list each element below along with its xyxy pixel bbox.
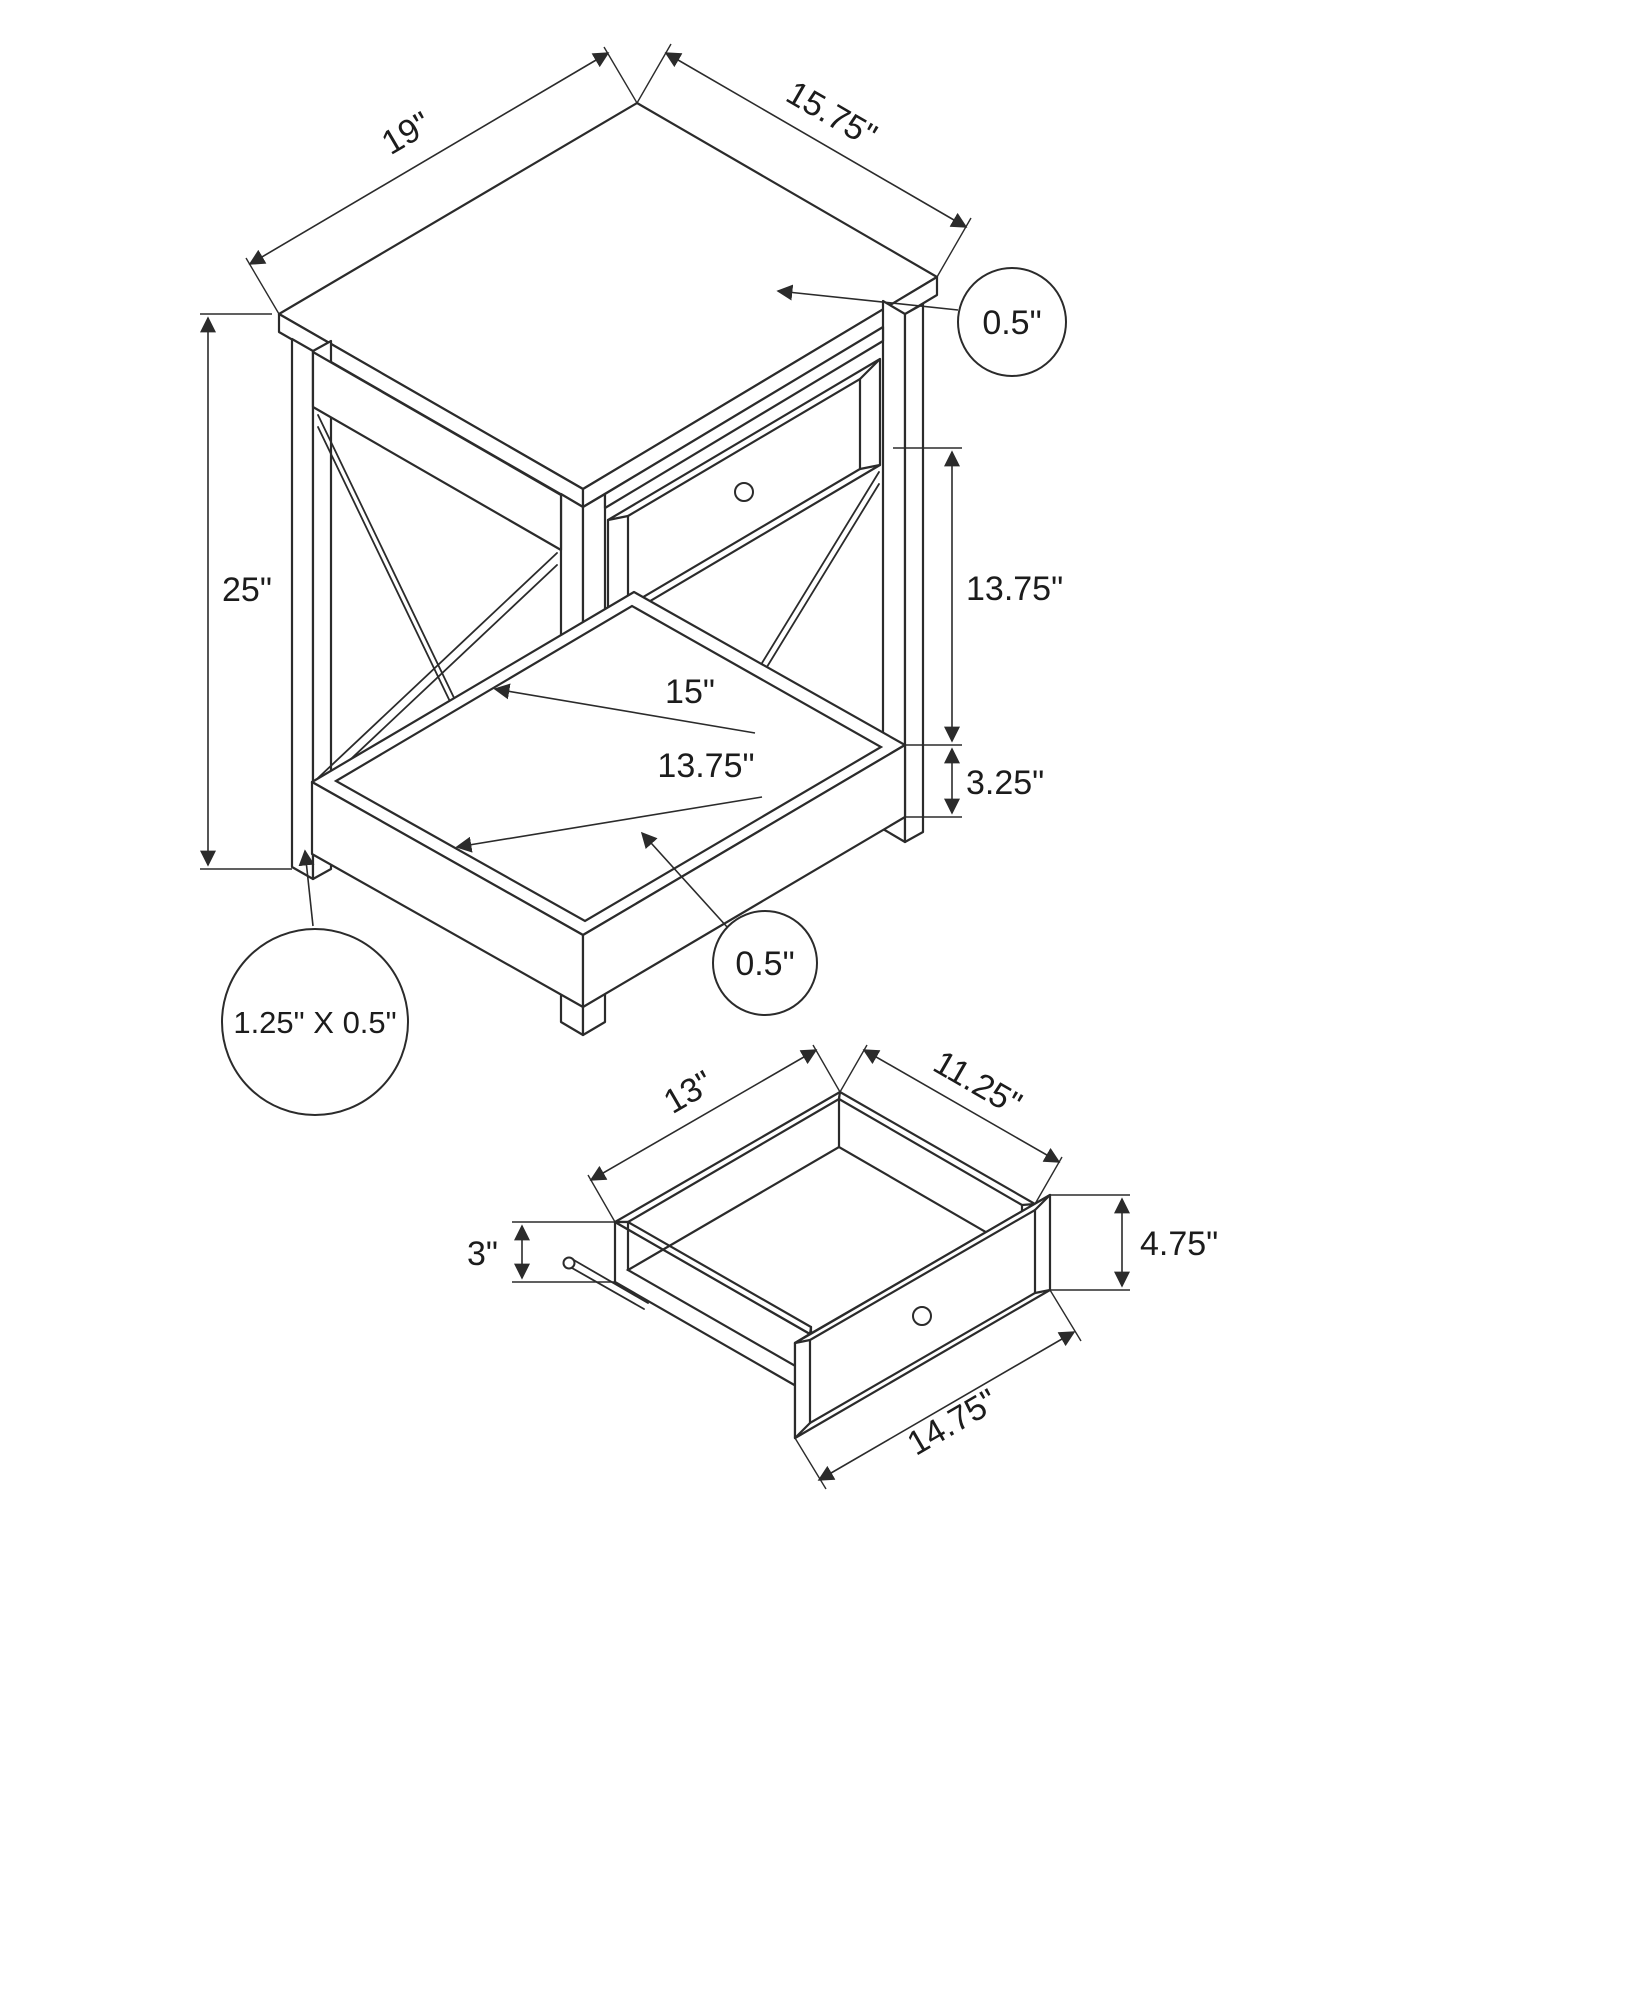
leader-line: [640, 831, 729, 929]
drawer-left-wall-outer: [613, 1220, 812, 1396]
tabletop-right-edge-face: [581, 275, 939, 509]
drawer-slide-rail: [562, 1256, 649, 1310]
leader-line: [298, 849, 315, 927]
callout-circle: [221, 928, 409, 1116]
bevel-corner-line: [858, 463, 882, 471]
leader-line: [493, 683, 756, 734]
bevel-corner-line: [1033, 1288, 1052, 1295]
front-top-rail: [603, 325, 885, 510]
dim-label-overall-height: 25": [222, 571, 272, 609]
brace-edge: [317, 552, 558, 779]
dim-label-shelf-depth: 15": [665, 673, 715, 711]
left-leg-face: [290, 337, 315, 881]
extension-line: [794, 1437, 827, 1490]
bottom-shelf: [310, 590, 907, 1009]
dimension-line: [664, 52, 968, 228]
dimension-line: [248, 52, 610, 265]
right-leg-side-face: [903, 302, 925, 844]
left-leg-side-face: [311, 339, 333, 881]
rail-edge: [571, 1267, 645, 1310]
leader-shelf-depth: 15": [493, 673, 756, 734]
drawer-front-assembly: [793, 1193, 1052, 1440]
extension-line: [1049, 1289, 1082, 1342]
extension-line: [936, 217, 972, 278]
drawer-isometric-view: 13" 11.25" 3" 4.75" 14.75": [467, 1043, 1218, 1490]
dim-label-shelf-thickness: 0.5": [735, 945, 794, 983]
extension-line: [245, 257, 280, 315]
left-side-apron: [311, 350, 563, 552]
dim-drawer-front-height: 4.75": [1050, 1194, 1218, 1291]
table-isometric-view: 19" 15.75" 0.5" 25" 13.75": [200, 43, 1067, 1116]
drawer-back-left-wall-top: [613, 1090, 842, 1224]
extension-line: [603, 46, 638, 104]
extension-line: [1034, 1156, 1063, 1205]
dim-drawer-side-height: 3": [467, 1221, 615, 1283]
bevel-corner-line: [793, 1421, 812, 1440]
bevel-corner-line: [1033, 1193, 1052, 1212]
dim-label-drawer-front-width: 14.75": [901, 1382, 1004, 1463]
bevel-corner-line: [793, 1338, 812, 1345]
dim-label-drawer-inner-depth: 13": [657, 1064, 719, 1122]
dim-open-height: 13.75": [893, 447, 1063, 746]
dim-label-drawer-front-height: 4.75": [1140, 1225, 1218, 1263]
bevel-corner-line: [606, 514, 630, 522]
bevel-corner-line: [858, 357, 882, 381]
dimension-line: [862, 1049, 1061, 1163]
dim-label-open-height: 13.75": [966, 570, 1063, 608]
callout-circle: [957, 267, 1067, 377]
leader-line: [455, 796, 763, 853]
brace-edge: [317, 564, 558, 791]
dim-label-top-thickness: 0.5": [982, 304, 1041, 342]
rail-edge: [571, 1258, 649, 1304]
drawer-knob: [734, 482, 754, 502]
extension-line: [839, 1044, 868, 1093]
right-leg: [881, 299, 925, 844]
leader-line: [776, 284, 959, 311]
callout-shelf-thickness: 0.5": [640, 831, 818, 1016]
shelf-inner-panel: [333, 604, 884, 923]
dim-label-top-width: 15.75": [780, 74, 883, 155]
dim-label-top-depth: 19": [375, 104, 437, 162]
extension-line: [812, 1044, 841, 1093]
dimension-line: [817, 1331, 1076, 1481]
callout-top-thickness: 0.5": [776, 267, 1067, 377]
dim-drawer-inner-width: 11.25": [839, 1043, 1063, 1205]
dim-label-leg-profile: 1.25" X 0.5": [233, 1005, 396, 1040]
dim-label-drawer-inner-width: 11.25": [927, 1043, 1028, 1123]
dim-label-drawer-side-height: 3": [467, 1235, 498, 1273]
callout-circle: [712, 910, 818, 1016]
rail-end-stop: [562, 1256, 576, 1270]
dimension-line: [589, 1049, 818, 1181]
drawer-knob: [912, 1306, 932, 1326]
table-drawer-front: [606, 357, 882, 628]
extension-line: [636, 43, 672, 104]
leader-shelf-width: 13.75": [455, 747, 763, 853]
dim-shelf-frame-height: 3.25": [905, 747, 1044, 818]
left-leg: [290, 337, 333, 881]
dim-label-shelf-frame-height: 3.25": [966, 764, 1044, 802]
dim-label-shelf-width: 13.75": [657, 747, 754, 785]
extension-line: [587, 1174, 616, 1223]
dim-overall-height: 25": [200, 313, 292, 870]
callout-leg-profile: 1.25" X 0.5": [221, 849, 409, 1116]
dim-drawer-inner-depth: 13": [587, 1044, 841, 1223]
